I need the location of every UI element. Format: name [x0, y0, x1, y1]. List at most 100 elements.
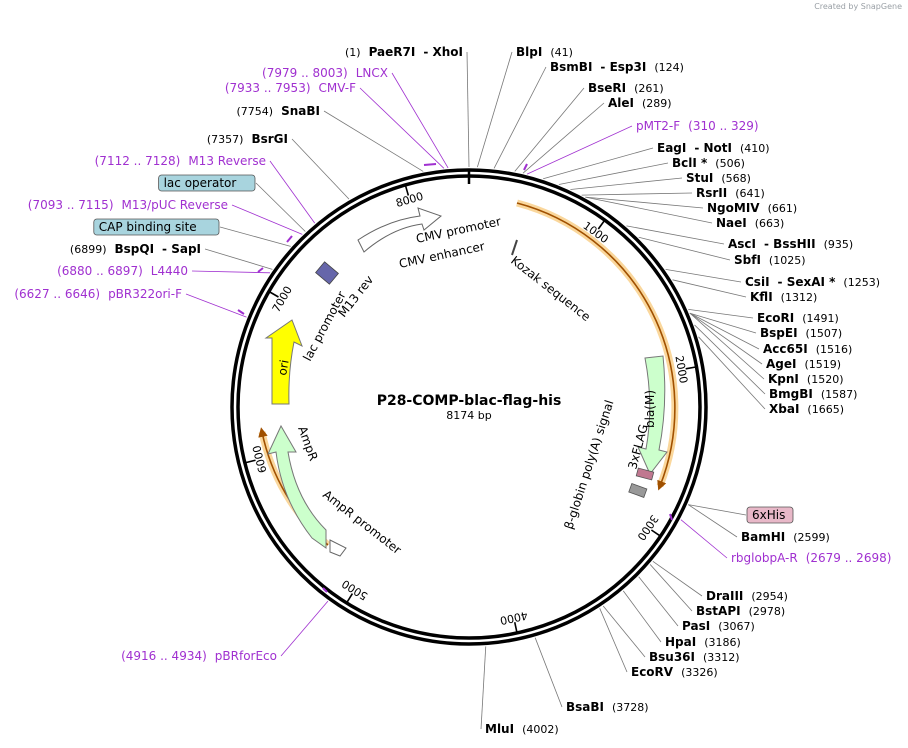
site-label[interactable]: AleI(289)	[608, 96, 672, 110]
leader-line	[526, 125, 633, 175]
site-label[interactable]: BspEI(1507)	[760, 326, 842, 340]
site-label[interactable]: HpaI(3186)	[665, 635, 741, 649]
plasmid-size: 8174 bp	[446, 409, 491, 422]
site-label[interactable]: AgeI(1519)	[766, 357, 841, 371]
leader-line	[694, 324, 766, 395]
site-label[interactable]: (6899)BspQI- SapI	[70, 242, 201, 256]
site-label[interactable]: BamHI(2599)	[741, 530, 830, 544]
site-label[interactable]: BseRI(261)	[588, 81, 664, 95]
leader-line	[558, 162, 669, 185]
flag-box	[635, 467, 655, 481]
leader-line	[185, 293, 247, 318]
site-label[interactable]: EcoRV(3326)	[631, 665, 718, 679]
site-label[interactable]: BlpI(41)	[516, 45, 573, 59]
site-label[interactable]: BsaBI(3728)	[566, 700, 649, 714]
tick-mark	[685, 366, 697, 370]
polya-box	[628, 482, 648, 498]
tick-mark	[597, 219, 606, 230]
leader-line	[219, 226, 291, 247]
site-label[interactable]: SbfI(1025)	[734, 253, 806, 267]
leader-line	[585, 196, 713, 224]
site-label[interactable]: BsmBI- Esp3I(124)	[550, 60, 684, 74]
tick-label: 8000	[394, 190, 424, 210]
site-label[interactable]: Acc65I(1516)	[763, 342, 852, 356]
site-label[interactable]: DraIII(2954)	[706, 589, 788, 603]
site-label[interactable]: (7112 .. 7128)M13 Reverse	[95, 154, 266, 168]
leader-line	[672, 279, 747, 298]
feature-label[interactable]: 6xHis	[752, 508, 785, 522]
site-label[interactable]: PasI(3067)	[682, 619, 755, 633]
leader-line	[269, 160, 316, 224]
feature-label-box	[746, 506, 794, 524]
site-label[interactable]: AscI- BssHII(935)	[728, 237, 853, 251]
leader-line	[680, 519, 728, 559]
site-label[interactable]: (4916 .. 4934)pBRforEco	[121, 649, 277, 663]
leader-line	[665, 268, 742, 283]
ori-arrow-shape[interactable]	[264, 319, 303, 405]
tick-mark	[650, 529, 661, 537]
feature-label[interactable]: CAP binding site	[99, 220, 197, 234]
leader-line	[359, 87, 445, 169]
leader-line	[480, 646, 487, 730]
leader-line	[688, 504, 747, 516]
tick-mark	[513, 622, 518, 634]
leader-line	[543, 147, 654, 180]
site-label[interactable]: KflI(1312)	[750, 290, 817, 304]
site-label[interactable]: MluI(4002)	[485, 722, 559, 736]
site-label[interactable]: EcoRI(1491)	[757, 311, 839, 325]
site-label[interactable]: (7979 .. 8003)LNCX	[262, 66, 388, 80]
site-label[interactable]: BclI *(506)	[672, 156, 745, 170]
tick-mark	[244, 459, 256, 464]
leader-line	[689, 312, 765, 380]
leader-line	[649, 564, 693, 612]
site-label[interactable]: BstAPI(2978)	[696, 604, 785, 618]
snapgene-credit: Created by SnapGene	[814, 2, 902, 11]
leader-line	[581, 192, 693, 196]
plasmid-name: P28-COMP-blac-flag-his	[377, 393, 562, 409]
feature-label[interactable]: lac operator	[164, 176, 237, 190]
leader-line	[191, 270, 271, 274]
leader-line	[323, 110, 424, 172]
bla-arrow-shape[interactable]	[637, 355, 668, 475]
site-label[interactable]: (1)PaeR7I- XhoI	[345, 45, 463, 59]
feature-label-box	[158, 174, 256, 192]
leader-line	[622, 590, 662, 643]
leader-line	[391, 72, 449, 169]
leader-line	[638, 236, 731, 261]
site-label[interactable]: NaeI(663)	[716, 216, 784, 230]
feature-bglobin: β-globin poly(A) signal	[562, 398, 617, 531]
cmv-arrow-shape[interactable]	[357, 207, 443, 253]
site-label[interactable]: RsrII(641)	[696, 186, 765, 200]
kozak-mark	[511, 239, 518, 256]
feature-bla: bla(M)	[643, 390, 657, 428]
leader-line	[698, 336, 766, 410]
primer-marks	[237, 163, 673, 593]
site-label[interactable]: (6627 .. 6646)pBR322ori-F	[14, 287, 182, 301]
site-label[interactable]: (6880 .. 6897)L4440	[57, 264, 188, 278]
site-label[interactable]: StuI(568)	[686, 171, 751, 185]
site-label[interactable]: CsiI- SexAI *(1253)	[745, 275, 880, 289]
site-label[interactable]: pMT2-F(310 .. 329)	[636, 119, 759, 133]
leader-line	[204, 248, 273, 270]
site-label[interactable]: BmgBI(1587)	[769, 387, 857, 401]
site-label[interactable]: NgoMIV(661)	[707, 201, 797, 215]
leader-line	[638, 576, 679, 627]
site-label[interactable]: (7933 .. 7953)CMV-F	[225, 81, 356, 95]
site-label[interactable]: Bsu36I(3312)	[649, 650, 740, 664]
tick-mark	[404, 184, 410, 196]
site-label[interactable]: EagI- NotI(410)	[657, 141, 770, 155]
leader-line	[688, 504, 738, 538]
site-label[interactable]: rbglobpA-R(2679 .. 2698)	[731, 551, 891, 565]
tick-label: 3000	[634, 512, 660, 542]
site-label[interactable]: (7093 .. 7115)M13/pUC Reverse	[28, 198, 228, 212]
feature-label-box	[93, 218, 220, 236]
leader-line	[291, 138, 350, 200]
site-label[interactable]: KpnI(1520)	[768, 372, 843, 386]
site-label[interactable]: (7357)BsrGI	[207, 132, 288, 146]
ampr-arrow-shape[interactable]	[267, 424, 327, 549]
site-label[interactable]: (7754)SnaBI	[237, 104, 320, 118]
tick-label: 2000	[672, 355, 690, 385]
leader-line	[585, 196, 704, 209]
site-label[interactable]: XbaI(1665)	[769, 402, 844, 416]
